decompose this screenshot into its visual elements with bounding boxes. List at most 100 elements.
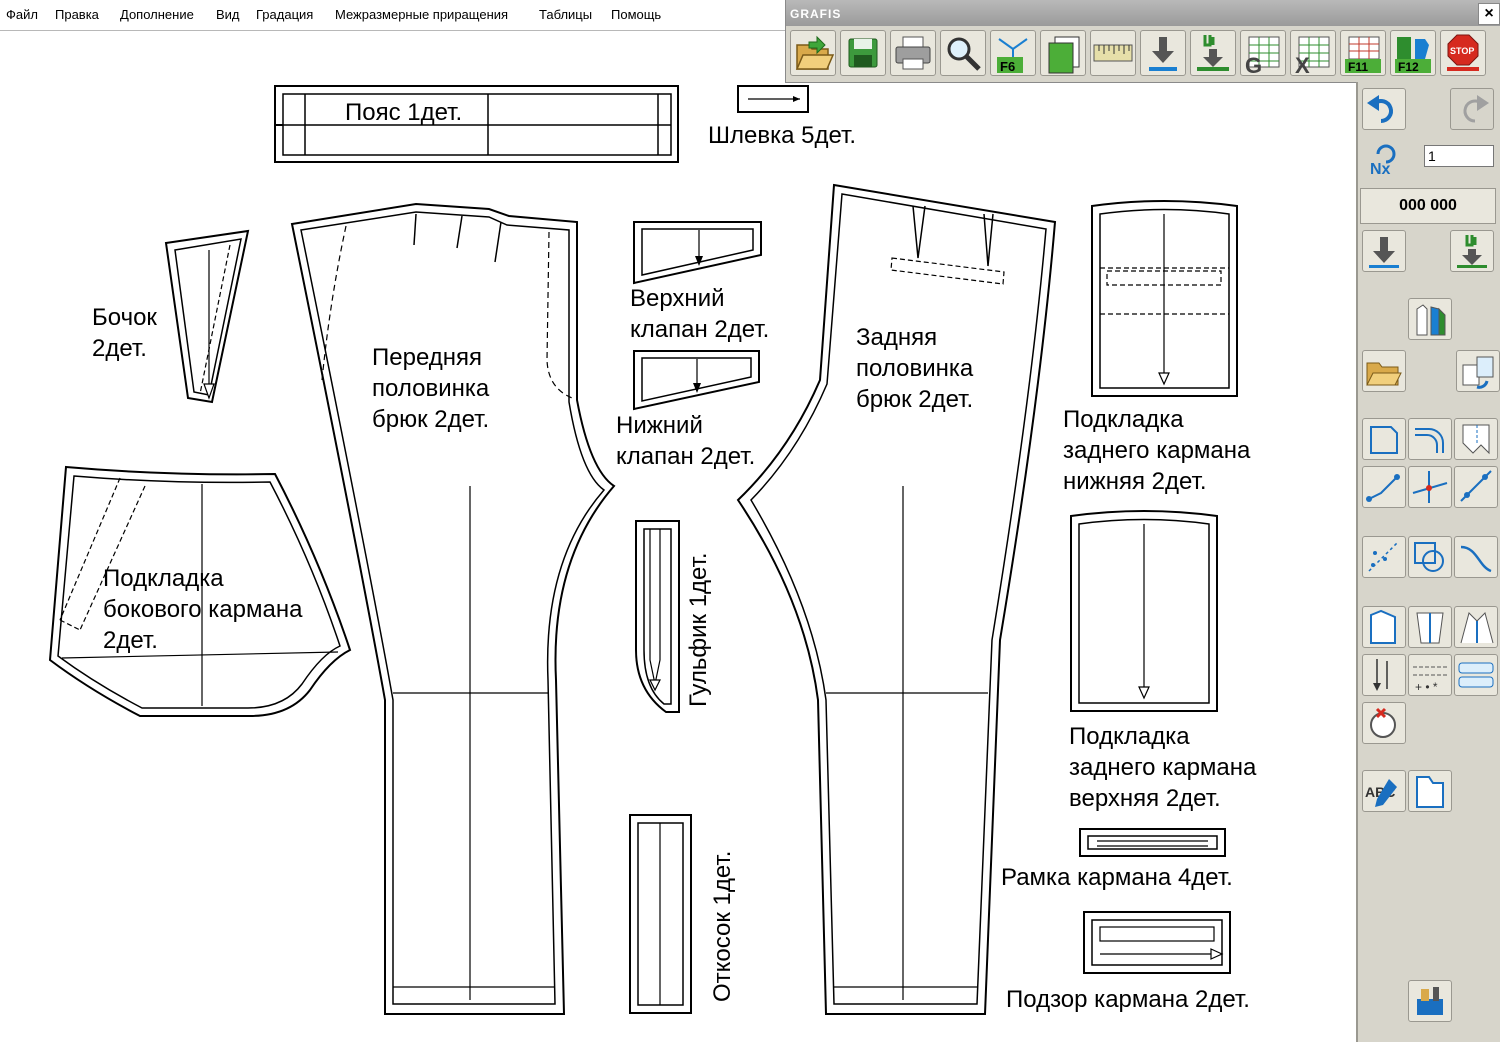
printer-icon xyxy=(895,36,931,70)
belt-piece[interactable] xyxy=(274,85,679,163)
tool-segment[interactable] xyxy=(1454,466,1498,508)
tool-circle-square[interactable] xyxy=(1408,536,1452,578)
belt-loop-piece[interactable] xyxy=(737,85,809,113)
open-file-button[interactable] xyxy=(790,30,836,76)
tool-seam-allowance[interactable] xyxy=(1454,654,1498,696)
pattern-pieces-icon xyxy=(1416,304,1446,336)
tool-text-label[interactable]: ABC xyxy=(1362,770,1406,812)
tool-piece-info[interactable] xyxy=(1408,770,1452,812)
menu-help[interactable]: Помощь xyxy=(611,7,662,22)
f12-icon: F12 xyxy=(1395,37,1431,74)
menu-view[interactable]: Вид xyxy=(216,7,240,22)
pocket-frame-piece[interactable] xyxy=(1079,828,1226,857)
repeat-nx-button[interactable]: Nx xyxy=(1364,138,1408,178)
pocket-facing-piece[interactable] xyxy=(1083,911,1231,974)
g-table-icon: G xyxy=(1245,36,1280,78)
intersection-icon xyxy=(1412,471,1448,503)
ruler-button[interactable] xyxy=(1090,30,1136,76)
nx-count-input[interactable]: 1 xyxy=(1424,145,1494,167)
tool-intersection[interactable] xyxy=(1408,466,1452,508)
label-belt-loop: Шлевка 5дет. xyxy=(708,122,856,149)
side-piece[interactable] xyxy=(164,229,250,404)
swap-pieces-icon xyxy=(1462,356,1494,389)
back-pocket-lining-upper-piece[interactable] xyxy=(1070,510,1218,712)
f6-button[interactable]: F6 xyxy=(990,30,1036,76)
label-back-half-3: брюк 2дет. xyxy=(856,386,973,413)
side-pocket-lining-piece[interactable] xyxy=(48,465,352,717)
import-down-button[interactable] xyxy=(1362,230,1406,272)
print-button[interactable] xyxy=(890,30,936,76)
label-back-pocket-lower-1: Подкладка xyxy=(1063,406,1184,433)
tool-scatter-points[interactable] xyxy=(1362,536,1406,578)
close-button[interactable]: × xyxy=(1478,3,1500,25)
f11-button[interactable]: F11 xyxy=(1340,30,1386,76)
text-label-icon: ABC xyxy=(1365,779,1397,807)
fly-piece[interactable] xyxy=(635,520,680,713)
tool-line-points[interactable] xyxy=(1362,466,1406,508)
tool-piece-outline[interactable] xyxy=(1362,418,1406,460)
arrow-down-green-icon xyxy=(1197,35,1229,71)
menu-file[interactable]: Файл xyxy=(6,7,38,22)
grafis-titlebar[interactable]: GRAFIS × xyxy=(786,0,1500,26)
swap-pieces-button[interactable] xyxy=(1456,350,1500,392)
fly-facing-piece[interactable] xyxy=(629,814,692,1014)
collar-icon xyxy=(1460,612,1494,644)
import-button[interactable] xyxy=(1140,30,1186,76)
menu-tables[interactable]: Таблицы xyxy=(539,7,593,22)
tool-grain-line[interactable] xyxy=(1362,654,1406,696)
tool-panel-split[interactable] xyxy=(1408,606,1452,648)
offset-curve-icon xyxy=(1415,428,1444,453)
open-folder-side-button[interactable] xyxy=(1362,350,1406,392)
undo-button[interactable] xyxy=(1362,88,1406,130)
f12-label: F12 xyxy=(1398,60,1419,74)
upper-flap-piece[interactable] xyxy=(633,221,762,285)
f12-button[interactable]: F12 xyxy=(1390,30,1436,76)
panel-split-icon xyxy=(1416,612,1444,644)
x-table-button[interactable]: X xyxy=(1290,30,1336,78)
pattern-canvas[interactable]: Пояс 1дет. Шлевка 5дет. Бочок 2дет. Пере… xyxy=(0,31,1356,1042)
label-side-piece-2: 2дет. xyxy=(92,335,147,362)
menu-grading[interactable]: Градация xyxy=(256,7,314,22)
curve-icon xyxy=(1460,545,1492,573)
back-half-piece[interactable] xyxy=(736,183,1057,1015)
label-side-pocket-1: Подкладка xyxy=(103,565,224,592)
import-green-side-button[interactable] xyxy=(1450,230,1494,272)
front-half-piece[interactable] xyxy=(290,202,616,1015)
back-pocket-lining-lower-piece[interactable] xyxy=(1091,200,1238,397)
pages-button[interactable] xyxy=(1040,30,1086,76)
g-label: G xyxy=(1245,53,1262,75)
label-upper-flap-2: клапан 2дет. xyxy=(630,316,769,343)
g-table-button[interactable]: G xyxy=(1240,30,1286,78)
tool-delete-point[interactable] xyxy=(1362,702,1406,744)
menu-intersize-increments[interactable]: Межразмерные приращения xyxy=(335,7,509,22)
segment-icon xyxy=(1460,470,1492,502)
lower-flap-piece[interactable] xyxy=(633,350,760,411)
label-pocket-frame: Рамка кармана 4дет. xyxy=(1001,864,1233,891)
open-folder-icon xyxy=(1366,362,1402,386)
zoom-button[interactable] xyxy=(940,30,986,76)
tool-cut-piece[interactable] xyxy=(1454,418,1498,460)
f11-icon: F11 xyxy=(1345,36,1381,74)
stop-button[interactable]: STOP xyxy=(1440,30,1486,76)
x-table-icon: X xyxy=(1295,36,1330,78)
x-label: X xyxy=(1295,53,1310,75)
redo-button[interactable] xyxy=(1450,88,1494,130)
piece-shape-icon xyxy=(1370,609,1396,644)
tool-curve[interactable] xyxy=(1454,536,1498,578)
pattern-pieces-button[interactable] xyxy=(1408,298,1452,340)
label-front-half-2: половинка xyxy=(372,375,490,402)
grafis-toolbar-window: GRAFIS × F6 xyxy=(785,0,1500,83)
tool-collar[interactable] xyxy=(1454,606,1498,648)
import-green-button[interactable] xyxy=(1190,30,1236,76)
tool-notches[interactable]: + • * xyxy=(1408,654,1452,696)
menu-addition[interactable]: Дополнение xyxy=(120,7,194,22)
pages-icon xyxy=(1048,36,1080,74)
tool-offset-curve[interactable] xyxy=(1408,418,1452,460)
save-button[interactable] xyxy=(840,30,886,76)
save-disk-icon xyxy=(848,38,878,68)
tool-cutting-machine[interactable] xyxy=(1408,980,1452,1022)
tool-piece-shape[interactable] xyxy=(1362,606,1406,648)
arrow-down-icon xyxy=(1369,237,1399,268)
menu-edit[interactable]: Правка xyxy=(55,7,99,22)
redo-arrow-icon xyxy=(1463,95,1489,123)
